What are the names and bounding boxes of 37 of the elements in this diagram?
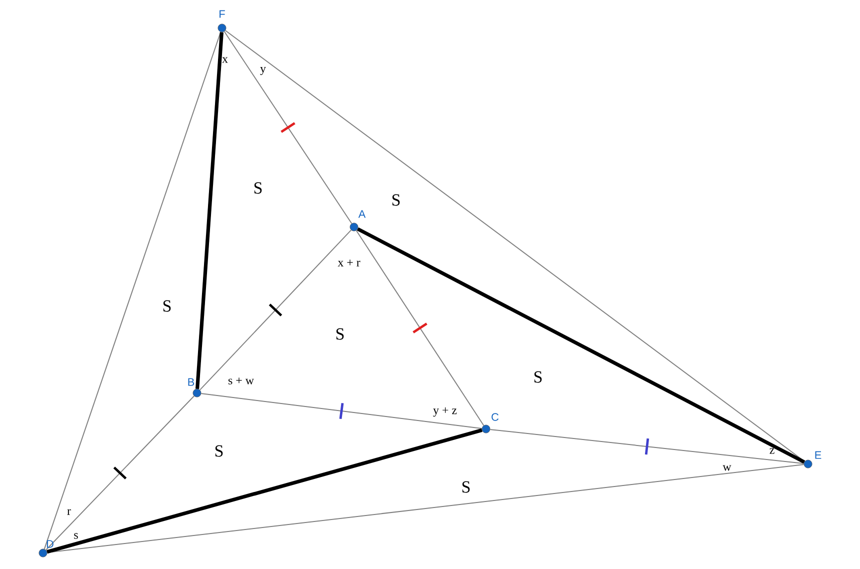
area-label: S <box>163 300 171 312</box>
point <box>804 460 812 468</box>
area-label: S <box>392 194 400 206</box>
angle-label: r <box>67 509 71 515</box>
area-label: S <box>534 371 542 383</box>
point <box>350 222 358 232</box>
segment <box>44 31 222 550</box>
segment <box>224 30 806 462</box>
angle-label: y <box>260 66 266 76</box>
thick-segment <box>196 32 224 389</box>
angle-label: s <box>74 533 78 539</box>
segment <box>490 428 804 464</box>
thick-segment <box>356 227 806 464</box>
area-label: S <box>254 182 262 194</box>
point-label: E <box>815 451 822 459</box>
point-label: A <box>358 210 366 218</box>
segment <box>200 393 482 429</box>
angle-label: w <box>722 465 732 471</box>
point-label: B <box>188 378 194 386</box>
segment <box>356 230 484 426</box>
segment <box>45 396 195 550</box>
point-label: C <box>492 413 499 421</box>
angle-label: z <box>770 448 774 454</box>
area-label: S <box>462 481 470 493</box>
thick-segment <box>46 428 482 554</box>
point <box>192 388 202 398</box>
segment <box>224 31 352 224</box>
point <box>38 548 48 558</box>
point <box>482 424 490 434</box>
angle-label: x <box>222 57 228 63</box>
point-label: D <box>46 540 54 548</box>
area-label: S <box>215 445 223 457</box>
segment <box>199 230 352 390</box>
segment <box>46 464 804 554</box>
point-label: F <box>220 10 225 18</box>
area-label: S <box>336 328 344 340</box>
point <box>218 24 226 32</box>
